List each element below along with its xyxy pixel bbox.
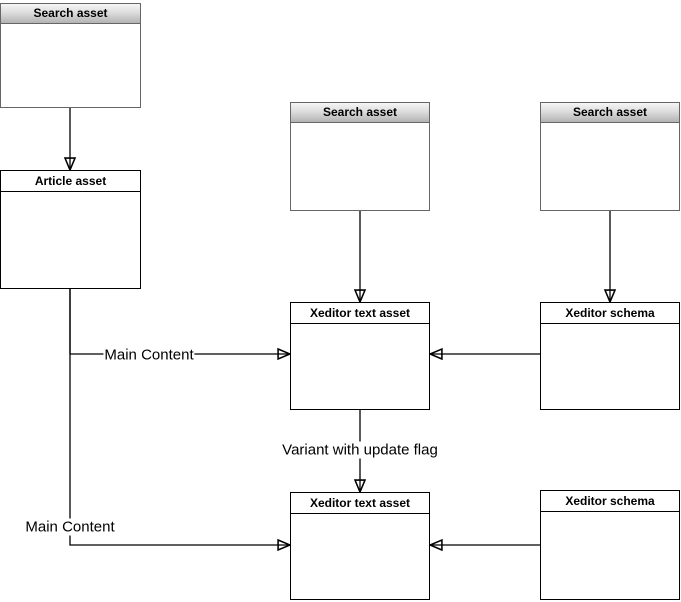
node-article-asset[interactable]: Article asset: [0, 170, 141, 289]
node-xeditor-schema-2[interactable]: Xeditor schema: [540, 490, 680, 600]
node-search-asset-3[interactable]: Search asset: [540, 102, 680, 211]
edge-label-main-content-2: Main Content: [24, 518, 116, 536]
node-search-asset-2[interactable]: Search asset: [290, 102, 430, 211]
node-search-asset-1[interactable]: Search asset: [0, 3, 141, 108]
node-title: Search asset: [291, 103, 429, 123]
edge-article-asset-to-xeditor-text-asset-2: [69, 289, 290, 545]
node-title: Search asset: [1, 4, 140, 24]
node-xeditor-text-asset-1[interactable]: Xeditor text asset: [290, 302, 430, 410]
node-title: Xeditor schema: [541, 303, 679, 324]
node-title: Xeditor schema: [541, 491, 679, 512]
edge-label-variant-with-update-flag: Variant with update flag: [281, 441, 439, 459]
edge-label-main-content-1: Main Content: [103, 346, 195, 364]
node-title: Search asset: [541, 103, 679, 123]
node-title: Article asset: [1, 171, 140, 192]
edge-article-asset-to-xeditor-text-asset-1: [69, 289, 290, 354]
node-title: Xeditor text asset: [291, 303, 429, 324]
node-title: Xeditor text asset: [291, 493, 429, 514]
node-xeditor-schema-1[interactable]: Xeditor schema: [540, 302, 680, 410]
node-xeditor-text-asset-2[interactable]: Xeditor text asset: [290, 492, 430, 600]
